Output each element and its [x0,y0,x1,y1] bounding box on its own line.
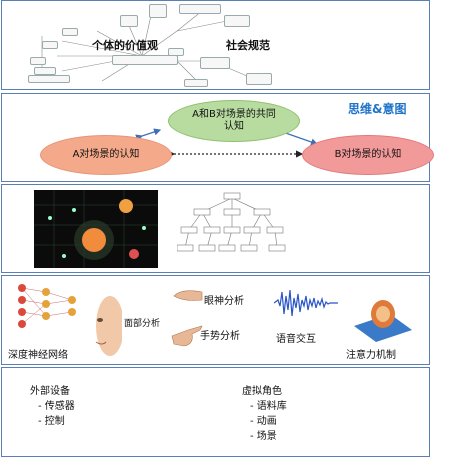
face-photo [95,296,122,356]
node-a-cognition: A对场景的认知 [40,135,172,175]
gesture-hand-icon [171,325,203,347]
external-devices-list: 外部设备 - 传感器 - 控制 [30,382,75,427]
list-item: - 动画 [250,416,277,427]
node [42,41,58,49]
neural-network-icon [18,284,76,328]
node [120,15,138,27]
virtual-character-title: 虚拟角色 [242,386,282,397]
node-b-cognition: B对场景的认知 [302,135,434,175]
node [149,4,167,18]
node-a-label: A对场景的认知 [72,149,140,160]
item-text: 场景 [256,431,277,442]
node-b-label: B对场景的认知 [334,149,402,160]
list-item: - 传感器 [38,401,75,412]
node [200,57,230,69]
node [30,57,46,65]
list-item: - 场景 [250,431,277,442]
item-text: 语料库 [256,401,287,412]
node [184,79,208,87]
attention-image [354,300,412,342]
center-node [112,55,178,65]
gesture-analysis-label: 手势分析 [200,331,240,342]
visual-panel [1,184,430,273]
perception-panel: 深度神经网络 面部分析 眼神分析 手势分析 语音交互 注意力机制 [1,275,430,365]
item-text: 控制 [44,416,65,427]
node-shared-cognition: A和B对场景的共同认知 [168,100,300,142]
norms-label: 社会规范 [226,39,270,52]
node-ab-label: A和B对场景的共同认知 [192,109,276,132]
sound-wave-icon [274,289,338,317]
deep-nn-label: 深度神经网络 [8,350,68,361]
virtual-character-list: 虚拟角色 - 语料库 - 动画 - 场景 [242,382,287,442]
eye-hand-icon [173,290,203,301]
values-panel: 个体的价值观 社会规范 [1,0,430,90]
eye-analysis-label: 眼神分析 [204,296,244,307]
network-visualization-image [34,190,158,268]
cognition-panel: A对场景的认知 A和B对场景的共同认知 B对场景的认知 思维&意图 [1,93,434,182]
node [179,4,221,14]
face-analysis-label: 面部分析 [124,319,161,329]
values-label: 个体的价值观 [92,39,158,52]
node [168,48,184,56]
list-item: - 控制 [38,416,65,427]
attention-label: 注意力机制 [346,350,396,361]
external-devices-title: 外部设备 [30,386,70,397]
output-panel: 外部设备 - 传感器 - 控制 虚拟角色 - 语料库 - 动画 - 场景 [1,367,430,457]
voice-interaction-label: 语音交互 [276,334,316,345]
node [246,73,272,85]
item-text: 动画 [256,416,277,427]
panel-heading: 思维&意图 [348,102,407,116]
node [34,67,56,75]
list-item: - 语料库 [250,401,287,412]
item-text: 传感器 [44,401,75,412]
node [28,75,70,83]
tree-diagram-image [177,192,286,252]
node [62,28,78,36]
node [224,15,250,27]
